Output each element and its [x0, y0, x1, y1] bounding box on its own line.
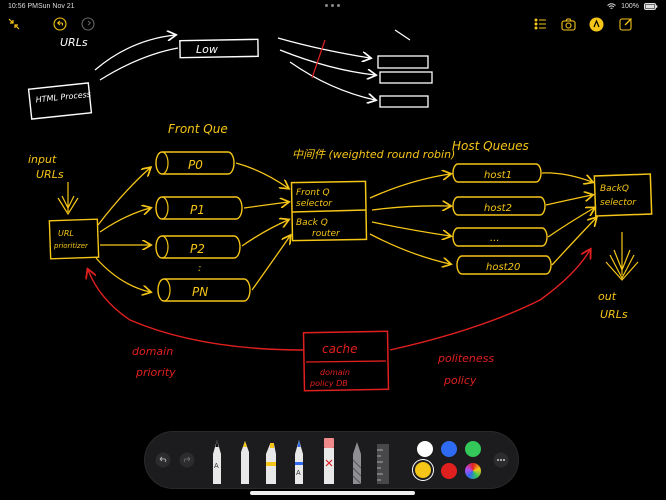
marker-tool[interactable]: [237, 438, 253, 484]
svg-text:host20: host20: [486, 262, 520, 273]
svg-text:host2: host2: [484, 203, 512, 214]
ruler-tool[interactable]: [375, 438, 391, 484]
status-right: 100%: [607, 3, 658, 10]
back-q-router-1: Back Q: [296, 218, 328, 228]
svg-text:P1: P1: [190, 203, 205, 217]
urls-text: URLs: [60, 36, 88, 49]
url-input-section: input URLs URL prioritizer: [28, 153, 100, 260]
battery-percent: 100%: [621, 3, 639, 10]
compose-icon[interactable]: [618, 16, 634, 32]
host-queue-ellipsis: ...: [452, 227, 548, 247]
middleware-to-host-arrows: [369, 174, 450, 264]
palette-undo-icon[interactable]: [155, 452, 171, 468]
host-queue-20: host20: [456, 255, 552, 275]
low-box-label: Low: [196, 43, 218, 56]
color-picker-icon[interactable]: [465, 463, 481, 479]
battery-icon: [644, 3, 658, 10]
input-urls-line2: URLs: [36, 168, 64, 181]
redo-icon[interactable]: [80, 16, 96, 32]
host-queues-title: Host Queues: [452, 139, 529, 153]
svg-text:A: A: [214, 463, 219, 470]
url-prioritizer-label-1: URL: [58, 229, 74, 238]
front-queue-title: Front Que: [168, 122, 228, 136]
svg-text:P2: P2: [190, 242, 205, 256]
collapse-icon[interactable]: [6, 16, 22, 32]
domain-policy-db-1: domain: [320, 368, 350, 377]
back-q-router-2: router: [312, 229, 341, 239]
eraser-tool[interactable]: [321, 434, 337, 484]
host-queue-2: host2: [452, 196, 546, 216]
host-to-selector-arrows: [541, 172, 596, 266]
color-white[interactable]: [417, 441, 433, 457]
html-process-label: HTML Process: [35, 90, 91, 105]
markup-icon[interactable]: [588, 16, 604, 32]
camera-icon[interactable]: [560, 16, 576, 32]
cache-label: cache: [322, 342, 358, 356]
host-queue-group: Host Queues host1 host2 ... host20: [452, 139, 552, 275]
palette-redo-icon[interactable]: [179, 452, 195, 468]
domain-priority-2: priority: [135, 366, 176, 379]
svg-text:...: ...: [490, 233, 500, 244]
front-queue-p0: P0: [155, 151, 235, 175]
out-urls-line1: out: [598, 290, 617, 303]
url-prioritizer-label-2: prioritizer: [53, 242, 89, 250]
status-bar: 10:56 PM Sun Nov 21 100%: [0, 0, 666, 14]
back-q-selector-2: selector: [600, 198, 637, 208]
prioritizer-arrows: [95, 168, 150, 292]
front-queue-pn: PN: [157, 278, 251, 302]
front-queue-group: Front Que P0 P1 P2 : PN: [155, 122, 251, 302]
color-yellow-selected[interactable]: [415, 462, 431, 478]
svg-text:P0: P0: [188, 158, 203, 172]
out-urls-line2: URLs: [600, 308, 628, 321]
politeness-1: politeness: [437, 352, 494, 365]
front-queue-p1: P1: [155, 196, 243, 220]
front-q-selector-1: Front Q: [296, 188, 330, 198]
undo-icon[interactable]: [52, 16, 68, 32]
middleware-title: 中间件 (weighted round robin): [292, 148, 455, 161]
svg-text:PN: PN: [192, 285, 208, 299]
wifi-icon: [607, 3, 616, 9]
input-urls-line1: input: [28, 153, 57, 166]
front-queue-ellipsis: :: [198, 263, 201, 274]
highlighter-tool[interactable]: [263, 438, 279, 484]
home-indicator[interactable]: [250, 491, 415, 495]
middleware-box: 中间件 (weighted round robin) Front Q selec…: [290, 148, 455, 242]
color-blue[interactable]: [441, 441, 457, 457]
pen-tool[interactable]: A: [209, 438, 225, 484]
color-red[interactable]: [441, 463, 457, 479]
front-to-middleware-arrows: [235, 162, 290, 291]
status-date: Sun Nov 21: [38, 3, 75, 10]
tool-palette: A A: [145, 432, 518, 488]
back-q-selector-1: BackQ: [600, 184, 629, 194]
svg-text:A: A: [296, 470, 301, 477]
politeness-2: policy: [443, 374, 477, 387]
status-time: 10:56 PM: [8, 3, 38, 10]
back-q-selector: BackQ selector out URLs: [593, 173, 653, 321]
domain-priority-1: domain: [132, 345, 173, 358]
host-queue-1: host1: [452, 163, 542, 183]
pencil-tool[interactable]: A: [291, 438, 307, 484]
color-green[interactable]: [465, 441, 481, 457]
checklist-icon[interactable]: [532, 16, 548, 32]
front-queue-p2: P2: [155, 235, 241, 259]
top-white-sketch: URLs Low HTML Process: [27, 29, 433, 120]
multitasking-dots[interactable]: [325, 4, 340, 7]
lasso-tool[interactable]: [349, 438, 365, 484]
domain-policy-db-2: policy DB: [309, 379, 348, 388]
more-options-icon[interactable]: [493, 452, 509, 468]
cache-feedback: cache domain policy DB domain priority p…: [88, 250, 590, 392]
notes-toolbar: [0, 14, 666, 36]
svg-text:host1: host1: [484, 170, 512, 181]
front-q-selector-2: selector: [296, 199, 333, 209]
